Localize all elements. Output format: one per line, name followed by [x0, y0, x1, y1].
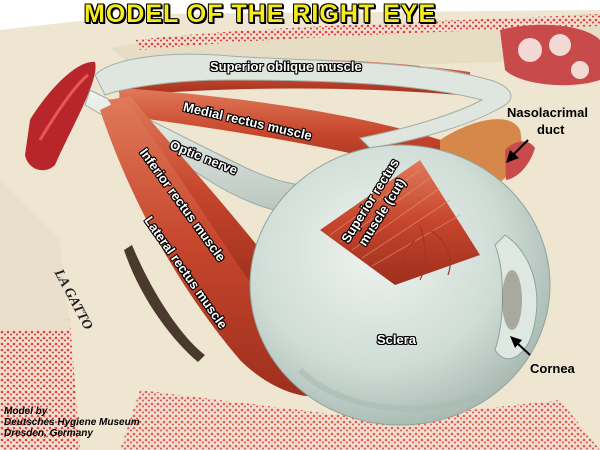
sinus-cells [500, 24, 600, 86]
label-superior-oblique-muscle: Superior oblique muscle [210, 59, 362, 74]
credit-caption: Model by Deutsches Hygiene Museum Dresde… [4, 406, 140, 439]
cornea-arrow [510, 336, 531, 356]
credit-line: Model by [4, 406, 48, 417]
superior-rectus-muscle-cut [320, 160, 480, 285]
bone-wall-left [0, 180, 70, 330]
blood-vessel [25, 61, 96, 171]
marrow-strip-top [135, 14, 600, 50]
label-cornea: Cornea [530, 361, 575, 376]
eyeball-sclera [249, 144, 551, 426]
nasolacrimal-arrow [506, 139, 529, 163]
label-sclera: Sclera [377, 332, 417, 347]
label-nasolacrimal-line2: duct [537, 122, 565, 137]
bone-groove [124, 245, 205, 362]
scleral-vessels [400, 224, 451, 281]
page-title: MODEL OF THE RIGHT EYE [84, 0, 437, 28]
label-nasolacrimal-line1: Nasolacrimal [507, 105, 588, 120]
credit-line: Dresden, Germany [4, 428, 93, 439]
trochlea [94, 53, 512, 149]
credit-line: Deutsches Hygiene Museum [4, 417, 140, 428]
